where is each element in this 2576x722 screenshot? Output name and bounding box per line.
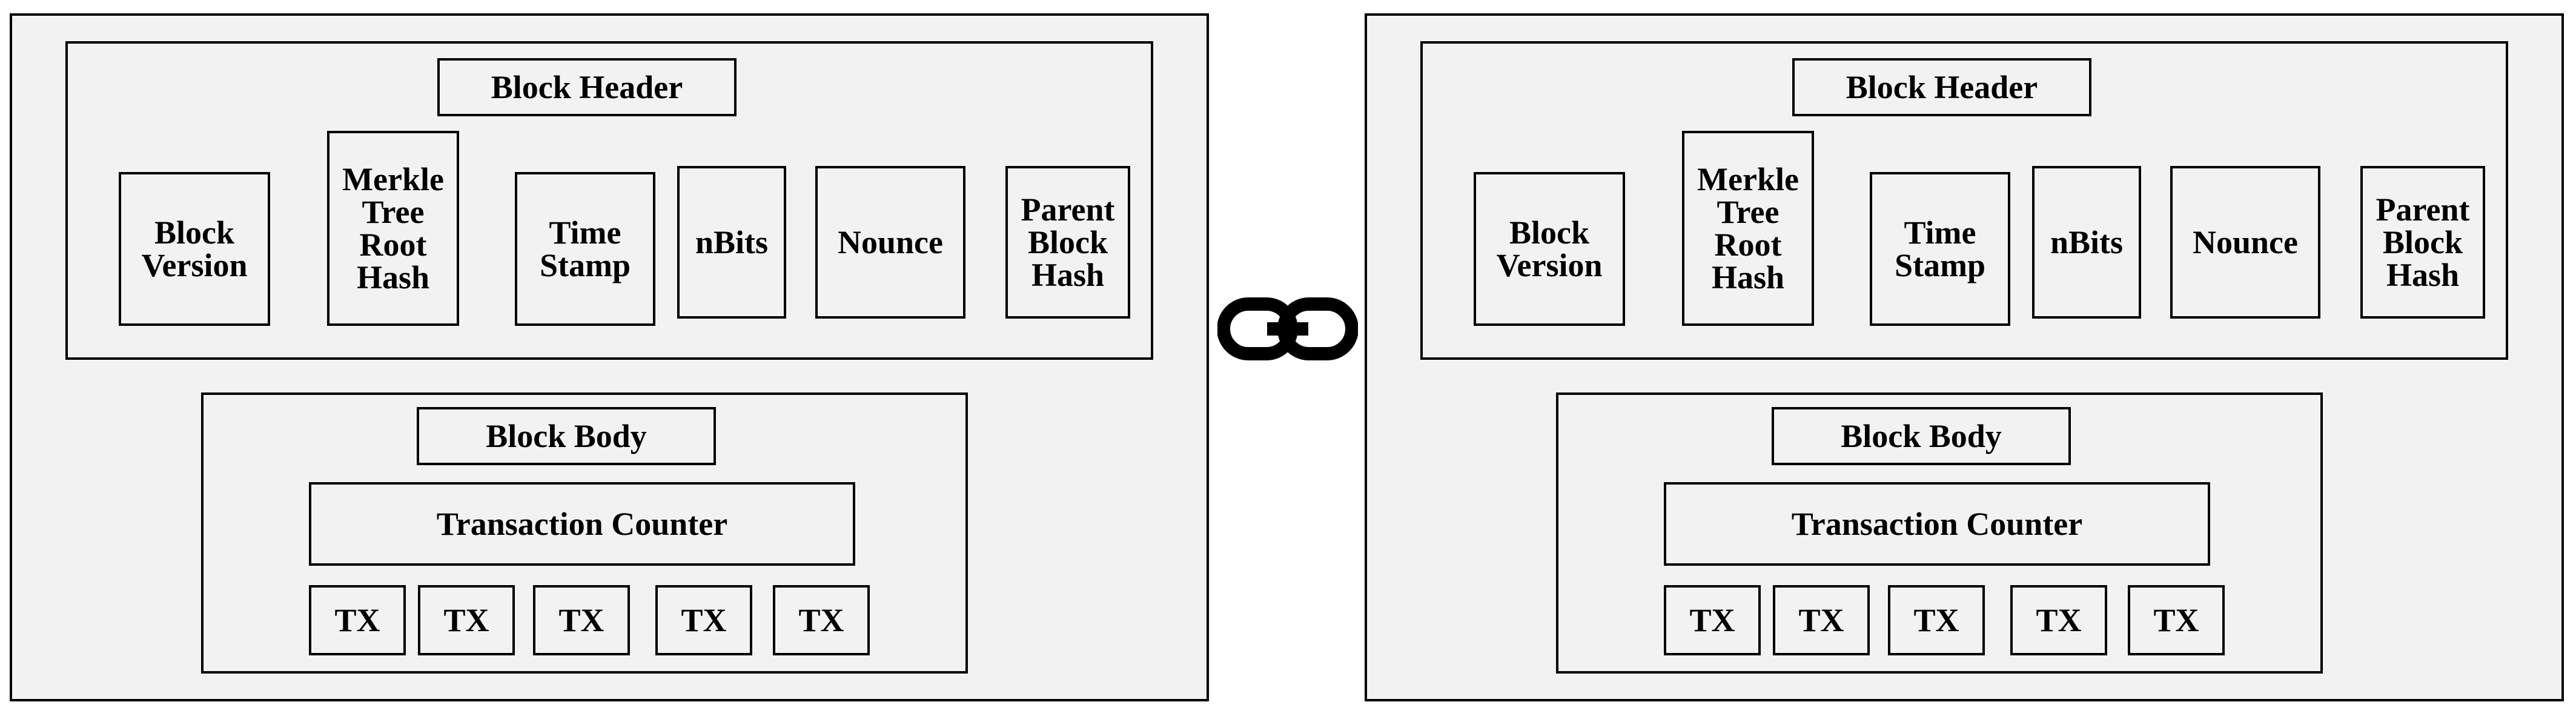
transaction-box: TX (533, 585, 630, 655)
block-header-title: Block Header (1792, 58, 2091, 116)
time-stamp-field: Time Stamp (1870, 172, 2010, 326)
parent-block-hash-field: Parent Block Hash (2360, 166, 2485, 319)
transaction-counter: Transaction Counter (309, 482, 855, 566)
nounce-field: Nounce (815, 166, 965, 319)
transaction-counter: Transaction Counter (1664, 482, 2210, 566)
block-body-title: Block Body (1772, 407, 2071, 465)
block-right: Block Header Block Version Merkle Tree R… (1365, 13, 2564, 701)
block-body-title: Block Body (417, 407, 716, 465)
nbits-field: nBits (677, 166, 786, 319)
transaction-box: TX (2128, 585, 2225, 655)
time-stamp-field: Time Stamp (515, 172, 655, 326)
transaction-box: TX (2010, 585, 2107, 655)
transaction-box: TX (309, 585, 406, 655)
nounce-field: Nounce (2170, 166, 2320, 319)
transaction-box: TX (418, 585, 515, 655)
transaction-box: TX (1773, 585, 1870, 655)
block-left: Block Header Block Version Merkle Tree R… (10, 13, 1209, 701)
chain-link-icon (1217, 297, 1358, 360)
block-version-field: Block Version (1474, 172, 1625, 326)
block-header-title: Block Header (437, 58, 737, 116)
transaction-box: TX (773, 585, 870, 655)
merkle-tree-root-hash-field: Merkle Tree Root Hash (327, 131, 459, 326)
block-version-field: Block Version (119, 172, 270, 326)
nbits-field: nBits (2032, 166, 2141, 319)
merkle-tree-root-hash-field: Merkle Tree Root Hash (1682, 131, 1814, 326)
parent-block-hash-field: Parent Block Hash (1005, 166, 1130, 319)
transaction-box: TX (1664, 585, 1761, 655)
transaction-box: TX (655, 585, 752, 655)
transaction-box: TX (1888, 585, 1985, 655)
